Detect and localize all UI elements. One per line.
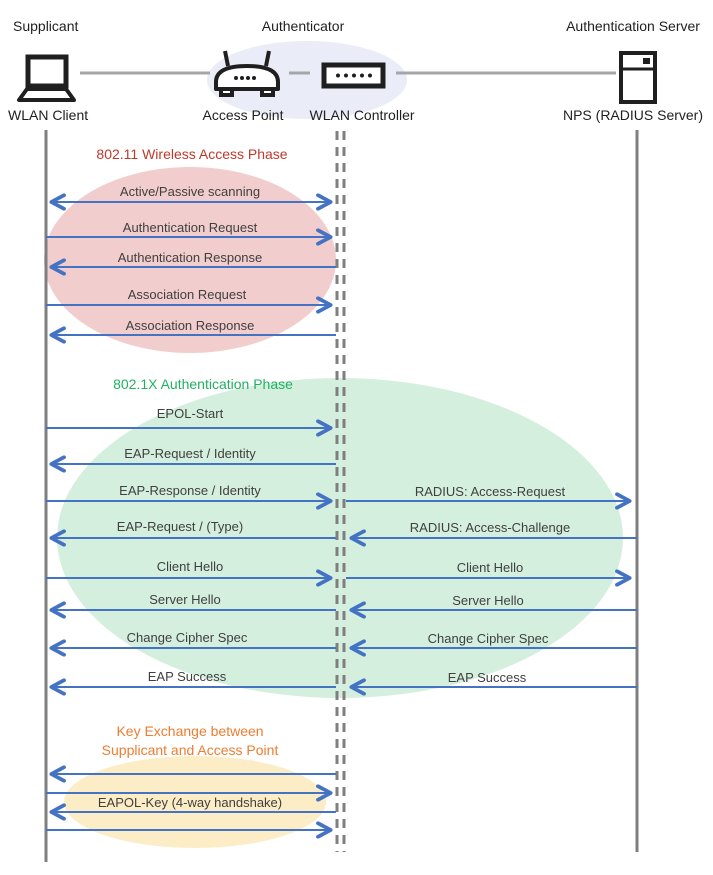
wlan-controller-icon: [321, 62, 386, 89]
msg-eap-request-type: EAP-Request / (Type): [116, 519, 244, 534]
authenticator-ellipse: [207, 41, 407, 119]
server-icon: [619, 51, 657, 104]
msg-auth-response: Authentication Response: [117, 250, 263, 265]
device-access-point: Access Point: [202, 107, 284, 123]
role-supplicant: Supplicant: [13, 18, 79, 34]
phase-title-key-exchange: Key Exchange between Supplicant and Acce…: [102, 722, 279, 760]
msg-client-hello-right: Client Hello: [456, 560, 524, 575]
phase-title-authentication: 802.1X Authentication Phase: [113, 376, 293, 392]
msg-radius-access-challenge: RADIUS: Access-Challenge: [409, 520, 571, 535]
authentication-phase-ellipse: [57, 378, 623, 698]
msg-eap-request-identity: EAP-Request / Identity: [124, 446, 256, 461]
msg-change-cipher-left: Change Cipher Spec: [126, 630, 248, 645]
msg-server-hello-right: Server Hello: [452, 593, 524, 608]
msg-client-hello-left: Client Hello: [156, 559, 224, 574]
phase-title-wireless-access: 802.11 Wireless Access Phase: [96, 146, 288, 162]
msg-eap-success-left: EAP Success: [147, 669, 227, 684]
msg-eap-success-right: EAP Success: [447, 670, 527, 685]
msg-assoc-response: Association Response: [125, 318, 255, 333]
role-authentication-server: Authentication Server: [566, 18, 700, 34]
key-exchange-ellipse: [64, 756, 326, 848]
wireless-access-phase-ellipse: [44, 167, 336, 353]
device-wlan-controller: WLAN Controller: [309, 107, 415, 123]
laptop-icon: [17, 54, 76, 102]
message-arrows: [46, 202, 637, 830]
msg-scanning: Active/Passive scanning: [119, 184, 261, 199]
phase-title-key-exchange-line1: Key Exchange between: [116, 723, 264, 739]
device-nps-radius-server: NPS (RADIUS Server): [562, 107, 704, 123]
msg-eap-response-identity: EAP-Response / Identity: [119, 483, 261, 498]
msg-server-hello-left: Server Hello: [149, 592, 221, 607]
phase-title-key-exchange-line2: Supplicant and Access Point: [101, 742, 279, 758]
msg-eapol-key: EAPOL-Key (4-way handshake): [97, 795, 283, 810]
access-point-icon: [214, 50, 280, 97]
msg-epol-start: EPOL-Start: [156, 406, 224, 421]
msg-assoc-request: Association Request: [127, 287, 247, 302]
role-authenticator: Authenticator: [261, 18, 345, 34]
msg-auth-request: Authentication Request: [122, 220, 258, 235]
device-wlan-client: WLAN Client: [8, 107, 89, 123]
msg-change-cipher-right: Change Cipher Spec: [427, 631, 549, 646]
msg-radius-access-request: RADIUS: Access-Request: [414, 484, 566, 499]
